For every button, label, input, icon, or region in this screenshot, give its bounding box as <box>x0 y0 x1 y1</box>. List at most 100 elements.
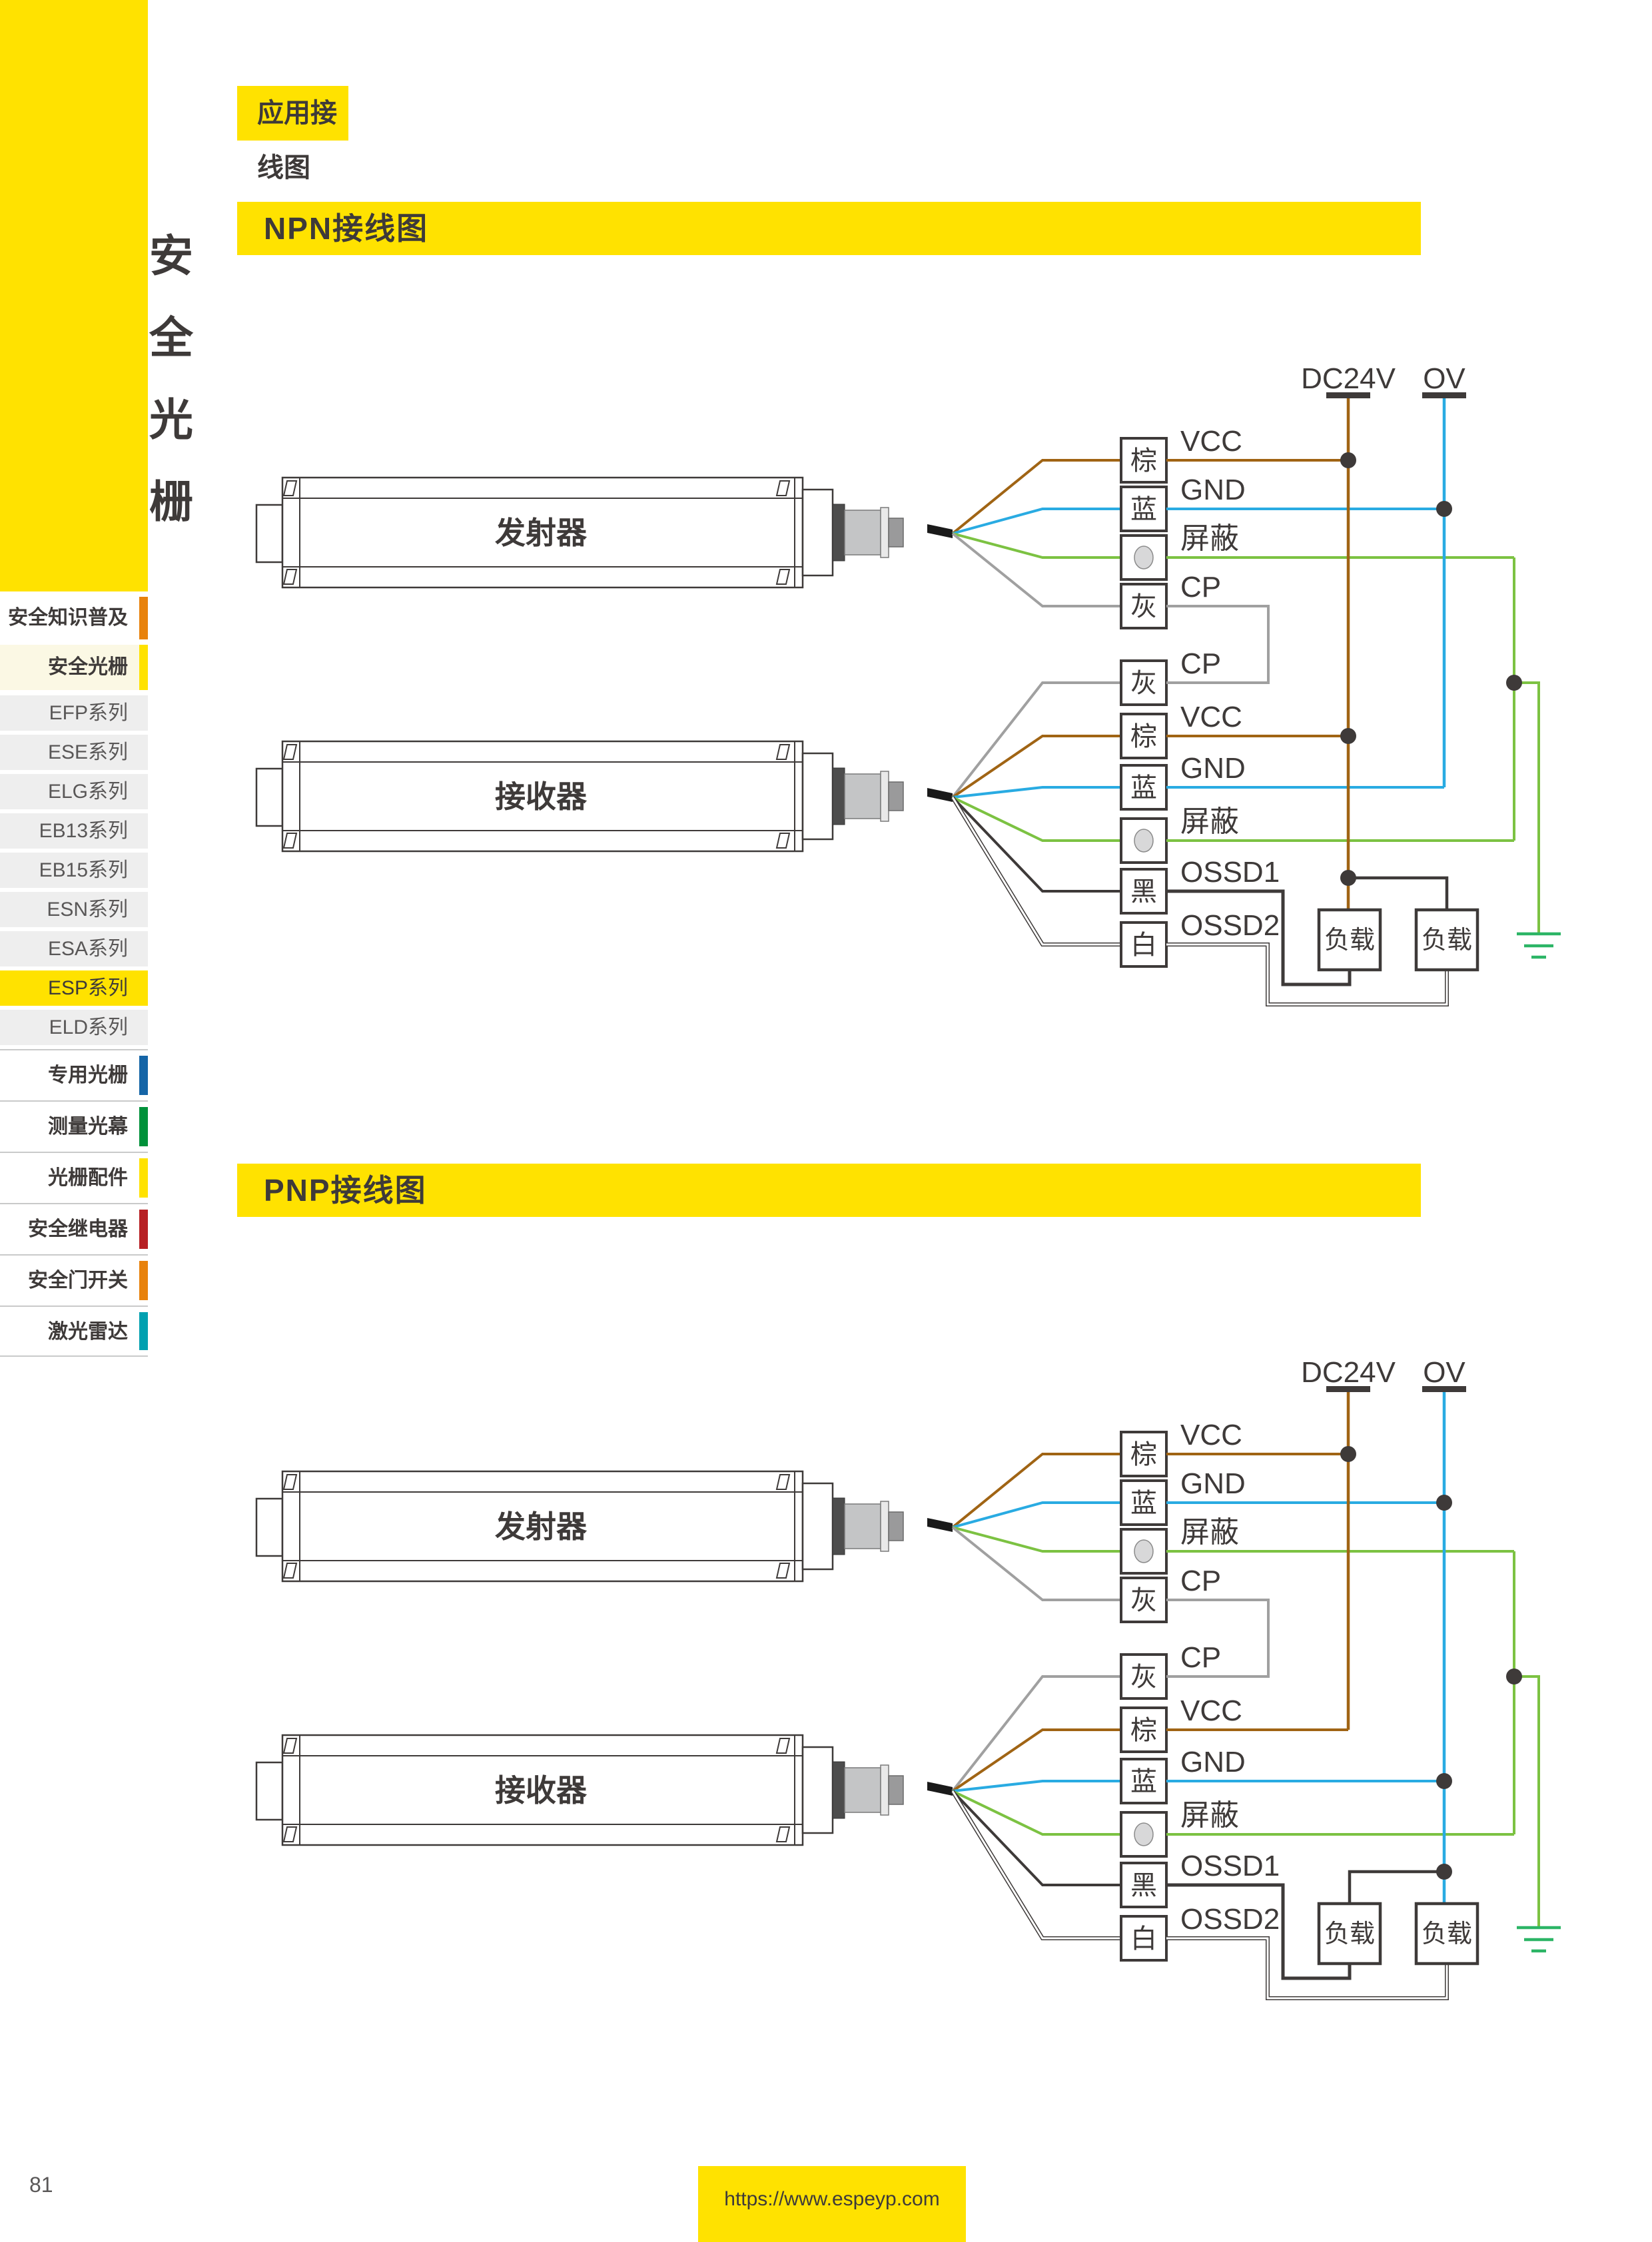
connector-barrel <box>844 1503 881 1549</box>
sidebar-item-color-bar <box>139 597 148 639</box>
wire-gray-left <box>951 681 1121 799</box>
wire-brown-left <box>951 459 1121 535</box>
connector-base <box>801 752 834 841</box>
label-0v: OV <box>1423 362 1465 395</box>
wire-color-label: 蓝 <box>1130 1489 1157 1518</box>
signal-label: VCC <box>1180 1419 1242 1451</box>
sidebar-item-15[interactable]: 安全门开关 <box>0 1254 148 1306</box>
wire-color-box <box>1120 868 1168 915</box>
corner-bracket <box>775 833 791 849</box>
wire-green-left <box>952 532 1121 559</box>
ossd1-run <box>1166 889 1352 986</box>
signal-label: CP <box>1180 1565 1221 1597</box>
wire-color-label: 黑 <box>1130 1871 1157 1900</box>
device-body <box>281 740 804 853</box>
signal-label: OSSD1 <box>1180 1850 1280 1882</box>
wire-color-box <box>1120 713 1168 759</box>
wire-color-label: 白 <box>1130 931 1157 960</box>
sidebar-item-color-bar <box>139 1158 148 1198</box>
connector-barrel <box>844 510 881 556</box>
junction-dot <box>1436 1773 1452 1789</box>
sidebar-item-10[interactable]: ELD系列 <box>0 1010 148 1045</box>
sidebar-item-13[interactable]: 光栅配件 <box>0 1152 148 1203</box>
connector-ring <box>880 1764 889 1816</box>
sidebar-item-2[interactable]: EFP系列 <box>0 695 148 731</box>
wire-brown-left <box>951 735 1121 799</box>
sidebar-item-14[interactable]: 安全继电器 <box>0 1203 148 1254</box>
load-label: 负载 <box>1422 1920 1472 1948</box>
signal-label: 屏蔽 <box>1180 805 1239 838</box>
sidebar-item-5[interactable]: EB13系列 <box>0 813 148 849</box>
device-label: 发射器 <box>495 1509 588 1544</box>
corner-bracket <box>775 1563 791 1579</box>
connector-pin <box>888 781 904 811</box>
shield-symbol <box>1134 1822 1154 1846</box>
sidebar-item-label: 测量光幕 <box>48 1116 128 1138</box>
sidebar-item-label: 安全知识普及 <box>8 607 128 629</box>
junction-dot <box>1436 1864 1452 1880</box>
sidebar-item-11[interactable]: 专用光栅 <box>0 1049 148 1100</box>
shield-symbol <box>1134 829 1154 853</box>
wire-color-label: 灰 <box>1130 1663 1157 1692</box>
sidebar-item-9[interactable]: ESP系列 <box>0 970 148 1006</box>
sidebar-item-4[interactable]: ELG系列 <box>0 774 148 809</box>
wire-green-left <box>952 1790 1121 1836</box>
website-footer[interactable]: https://www.espeyp.com <box>698 2166 966 2242</box>
sidebar-item-7[interactable]: ESN系列 <box>0 892 148 927</box>
sidebar-item-label: EB15系列 <box>39 859 128 881</box>
device-end-tab <box>255 767 284 827</box>
device-body <box>281 476 804 589</box>
wire-color-box <box>1120 659 1168 706</box>
sidebar-item-0[interactable]: 安全知识普及 <box>0 597 148 639</box>
device-end-tab <box>255 1761 284 1821</box>
connector-base <box>801 1746 834 1834</box>
connector-barrel <box>844 773 881 819</box>
cp-link <box>1166 605 1270 684</box>
signal-label: CP <box>1180 647 1221 680</box>
page-number: 81 <box>29 2173 53 2197</box>
sidebar-brand-block <box>0 0 148 591</box>
load-box-1 <box>1317 908 1382 972</box>
load-box-2 <box>1414 908 1479 972</box>
sidebar-item-3[interactable]: ESE系列 <box>0 735 148 770</box>
wire-color-label: 灰 <box>1130 669 1157 698</box>
sidebar-item-label: 安全光栅 <box>48 656 128 678</box>
wire-color-label: 蓝 <box>1130 773 1157 803</box>
sidebar-item-16[interactable]: 激光雷达 <box>0 1306 148 1357</box>
wire-color-label: 棕 <box>1130 446 1157 476</box>
load-label: 负载 <box>1324 1920 1375 1948</box>
corner-bracket <box>775 1826 791 1842</box>
sidebar-item-label: ELG系列 <box>47 781 128 803</box>
corner-bracket <box>775 569 791 585</box>
device-end-tab <box>255 1497 284 1557</box>
sidebar-item-8[interactable]: ESA系列 <box>0 931 148 966</box>
sidebar-item-12[interactable]: 测量光幕 <box>0 1100 148 1152</box>
wire-color-label: 灰 <box>1130 592 1157 621</box>
ossd2-run <box>1166 942 1449 1006</box>
load-box-1 <box>1317 1902 1382 1966</box>
cable-stub <box>927 524 953 538</box>
shield-symbol <box>1134 1539 1154 1563</box>
ossd2-run <box>1166 1936 1449 2000</box>
sidebar-item-color-bar <box>139 645 148 690</box>
label-0v: OV <box>1423 1356 1465 1389</box>
wire-gray-left <box>951 1526 1121 1601</box>
diagram-pnp: 发射器接收器棕VCC蓝GND屏蔽灰CP灰CP棕VCC蓝GND屏蔽黑OSSD1白O… <box>255 1356 1561 2000</box>
signal-label: VCC <box>1180 1694 1242 1727</box>
connector-knurl <box>832 1761 845 1819</box>
device-label: 接收器 <box>495 779 588 814</box>
sidebar-item-6[interactable]: EB15系列 <box>0 853 148 888</box>
connector-pin <box>888 1511 904 1541</box>
connector-knurl <box>832 1497 845 1555</box>
sidebar-item-color-bar <box>139 1056 148 1095</box>
connector-knurl <box>832 767 845 825</box>
label-dc24v: DC24V <box>1301 1356 1396 1389</box>
signal-label: GND <box>1180 752 1246 785</box>
wire-white-left <box>951 1790 1121 1940</box>
load2-feed <box>1348 876 1449 910</box>
sidebar-item-label: ESA系列 <box>47 938 128 960</box>
sidebar-item-1[interactable]: 安全光栅 <box>0 645 148 690</box>
wire-green-left <box>952 796 1121 842</box>
device-label: 接收器 <box>495 1773 588 1808</box>
